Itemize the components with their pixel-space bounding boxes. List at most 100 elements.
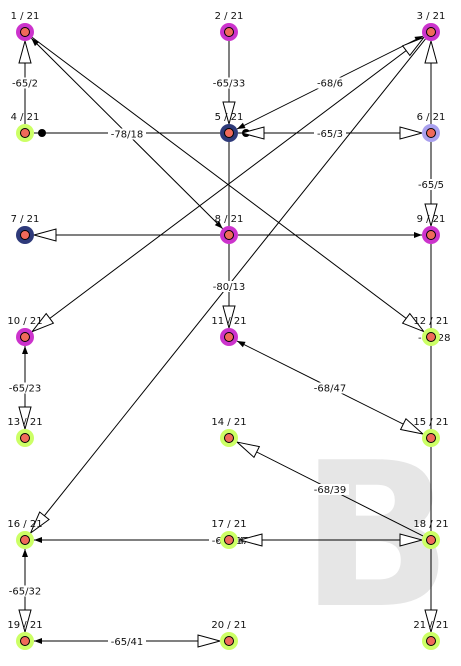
arrowhead-open bbox=[424, 39, 438, 64]
edge-label: -65/5 bbox=[418, 180, 444, 191]
arrowhead-open bbox=[18, 406, 32, 431]
node-n12[interactable]: 12 / 21 bbox=[413, 316, 449, 346]
node-core bbox=[224, 230, 234, 240]
arrowhead-filled bbox=[31, 38, 40, 47]
node-core bbox=[224, 433, 234, 443]
arrowhead-open bbox=[30, 312, 55, 333]
edge-label-bg bbox=[314, 128, 346, 139]
edge-label: -68/6 bbox=[317, 79, 343, 90]
arrowhead-open bbox=[238, 533, 263, 547]
arrowhead-open bbox=[18, 609, 32, 634]
edge-label-bg bbox=[6, 382, 44, 394]
node-core bbox=[20, 128, 30, 138]
arrowhead-open bbox=[399, 126, 424, 140]
node-label: 5 / 21 bbox=[215, 112, 244, 123]
node-label: 1 / 21 bbox=[11, 11, 40, 22]
node-core bbox=[426, 433, 436, 443]
node-label: 20 / 21 bbox=[211, 620, 246, 631]
arrowhead-open bbox=[424, 203, 438, 228]
arrowhead-open bbox=[424, 609, 438, 634]
node-label: 7 / 21 bbox=[11, 214, 40, 225]
node-n13[interactable]: 13 / 21 bbox=[7, 417, 43, 447]
node-n20[interactable]: 20 / 21 bbox=[211, 620, 247, 650]
node-core bbox=[20, 433, 30, 443]
node-label: 21 / 21 bbox=[413, 620, 448, 631]
arrowhead-open bbox=[32, 228, 57, 242]
edge-label: -65/33 bbox=[213, 79, 245, 90]
edge-label: -78/18 bbox=[111, 130, 143, 141]
node-core bbox=[20, 27, 30, 37]
node-label: 16 / 21 bbox=[7, 519, 42, 530]
arrowhead-open bbox=[399, 533, 424, 547]
node-label: 10 / 21 bbox=[7, 316, 42, 327]
node-core bbox=[224, 332, 234, 342]
node-core bbox=[426, 332, 436, 342]
node-n15[interactable]: 15 / 21 bbox=[413, 417, 449, 447]
node-n2[interactable]: 2 / 21 bbox=[215, 11, 244, 41]
edge-label: -65/32 bbox=[9, 587, 41, 598]
node-n9[interactable]: 9 / 21 bbox=[417, 214, 446, 244]
edge-label-bg bbox=[210, 77, 248, 89]
node-core bbox=[426, 128, 436, 138]
arrowhead-filled bbox=[34, 638, 42, 644]
node-core bbox=[224, 128, 234, 138]
node-n3[interactable]: 3 / 21 bbox=[417, 11, 446, 41]
node-core bbox=[20, 230, 30, 240]
arrowhead-open bbox=[222, 305, 236, 330]
arrowhead-filled bbox=[214, 220, 223, 229]
node-n17[interactable]: 17 / 21 bbox=[211, 519, 247, 549]
arrowhead-open bbox=[29, 511, 50, 535]
node-n21[interactable]: 21 / 21 bbox=[413, 620, 449, 650]
arrowhead-open bbox=[401, 36, 426, 57]
node-label: 2 / 21 bbox=[215, 11, 244, 22]
node-n1[interactable]: 1 / 21 bbox=[11, 11, 40, 41]
edge-label-bg bbox=[311, 382, 349, 394]
edge-label: -65/2 bbox=[12, 79, 38, 90]
edge-line bbox=[31, 37, 425, 332]
node-n7[interactable]: 7 / 21 bbox=[11, 214, 40, 244]
node-core bbox=[20, 636, 30, 646]
node-n6[interactable]: 6 / 21 bbox=[417, 112, 446, 142]
arrowhead-filled bbox=[237, 122, 246, 129]
node-label: 8 / 21 bbox=[215, 214, 244, 225]
node-label: 9 / 21 bbox=[417, 214, 446, 225]
node-n4[interactable]: 4 / 21 bbox=[11, 112, 40, 142]
nodes-layer: 1 / 21 2 / 21 3 / 21 4 / 21 5 / 21 6 / 21 7 / … bbox=[7, 11, 449, 650]
edge-label-bg bbox=[108, 636, 146, 647]
node-core bbox=[224, 27, 234, 37]
node-n5[interactable]: 5 / 21 bbox=[215, 112, 244, 142]
node-n8[interactable]: 8 / 21 bbox=[215, 214, 244, 244]
arrowhead-filled bbox=[237, 341, 246, 348]
arrowhead-open bbox=[240, 126, 265, 140]
node-core bbox=[426, 27, 436, 37]
node-label: 4 / 21 bbox=[11, 112, 40, 123]
node-core bbox=[426, 230, 436, 240]
node-label: 15 / 21 bbox=[413, 417, 448, 428]
arrowhead-open bbox=[18, 39, 32, 64]
edge-label-bg bbox=[314, 77, 346, 89]
edge-label: -68/47 bbox=[314, 384, 346, 395]
node-label: 3 / 21 bbox=[417, 11, 446, 22]
node-core bbox=[426, 535, 436, 545]
node-n16[interactable]: 16 / 21 bbox=[7, 519, 43, 549]
node-core bbox=[224, 636, 234, 646]
node-label: 6 / 21 bbox=[417, 112, 446, 123]
node-core bbox=[20, 332, 30, 342]
edge-label-bg bbox=[6, 585, 44, 597]
edge-label: -80/13 bbox=[213, 282, 245, 293]
edge-label-bg bbox=[311, 484, 349, 495]
edge-label: -65/41 bbox=[111, 637, 143, 648]
node-n14[interactable]: 14 / 21 bbox=[211, 417, 247, 447]
node-n10[interactable]: 10 / 21 bbox=[7, 316, 43, 346]
node-label: 11 / 21 bbox=[211, 316, 246, 327]
node-n19[interactable]: 19 / 21 bbox=[7, 620, 43, 650]
node-n18[interactable]: 18 / 21 bbox=[413, 519, 449, 549]
edge-label: -65/23 bbox=[9, 384, 41, 395]
node-label: 14 / 21 bbox=[211, 417, 246, 428]
arrowhead-open bbox=[399, 417, 425, 435]
node-core bbox=[426, 636, 436, 646]
node-n11[interactable]: 11 / 21 bbox=[211, 316, 247, 346]
arrowhead-filled bbox=[22, 549, 28, 557]
arrowhead-open bbox=[401, 312, 426, 333]
